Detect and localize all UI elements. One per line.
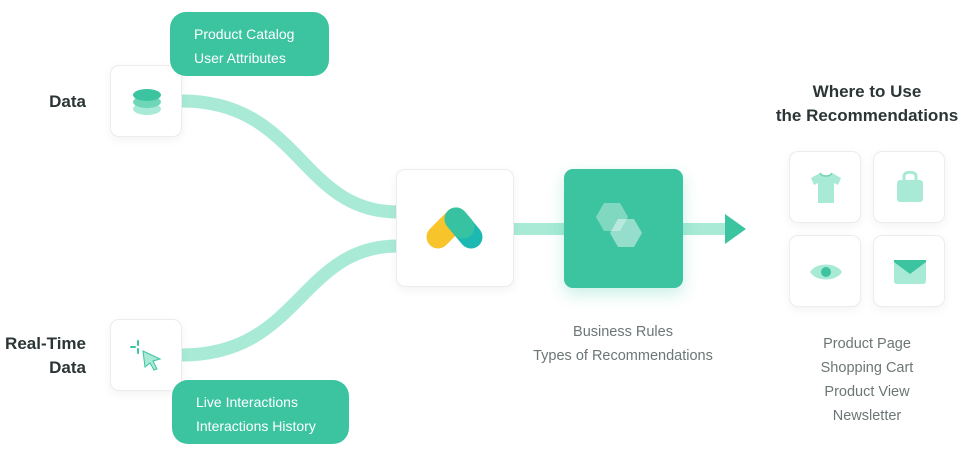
hexagon-layers-icon — [596, 203, 642, 247]
output-heading-line-1: Where to Use — [812, 82, 922, 101]
output-card-product-page — [789, 151, 861, 223]
engine-to-rules-connector — [514, 223, 566, 235]
caption-business-rules: Business Rules — [573, 324, 673, 340]
database-icon — [133, 89, 161, 115]
output-heading: Where to Use the Recommendations — [757, 80, 965, 128]
shopping-bag-icon — [897, 170, 923, 202]
source-product-catalog: Product Catalog — [194, 26, 295, 42]
caption-types-of-recommendations: Types of Recommendations — [533, 348, 713, 364]
place-newsletter: Newsletter — [832, 408, 902, 424]
data-flow-line — [175, 94, 405, 219]
realtime-flow-line — [175, 239, 405, 362]
source-live-interactions: Live Interactions — [196, 394, 298, 410]
rules-to-output-connector — [682, 223, 730, 235]
data-sources-pill: Product Catalog User Attributes — [170, 12, 329, 76]
place-shopping-cart: Shopping Cart — [820, 360, 914, 376]
output-heading-line-2: the Recommendations — [775, 106, 959, 125]
data-label-text: Data — [49, 92, 86, 111]
brand-logo-icon — [426, 207, 483, 249]
eye-icon — [810, 264, 842, 280]
envelope-icon — [894, 260, 926, 284]
recommendation-engine-card — [396, 169, 514, 287]
place-product-view: Product View — [824, 384, 910, 400]
business-rules-box — [564, 169, 683, 288]
output-card-product-view — [789, 235, 861, 307]
realtime-sources-pill: Live Interactions Interactions History — [172, 380, 349, 444]
output-card-shopping-cart — [873, 151, 945, 223]
tshirt-icon — [811, 172, 841, 203]
output-card-newsletter — [873, 235, 945, 307]
data-label: Data — [10, 90, 86, 114]
arrow-head-icon — [725, 214, 746, 244]
source-interactions-history: Interactions History — [196, 418, 316, 434]
output-places-list: Product Page Shopping Cart Product View … — [787, 332, 947, 428]
place-product-page: Product Page — [823, 336, 911, 352]
realtime-source-card — [110, 319, 182, 391]
business-rules-caption: Business Rules Types of Recommendations — [510, 320, 736, 368]
source-user-attributes: User Attributes — [194, 50, 286, 66]
data-source-card — [110, 65, 182, 137]
realtime-label-line-1: Real-Time — [5, 334, 86, 353]
realtime-data-label: Real-Time Data — [0, 332, 86, 380]
cursor-click-icon — [130, 340, 162, 371]
realtime-label-line-2: Data — [49, 358, 86, 377]
